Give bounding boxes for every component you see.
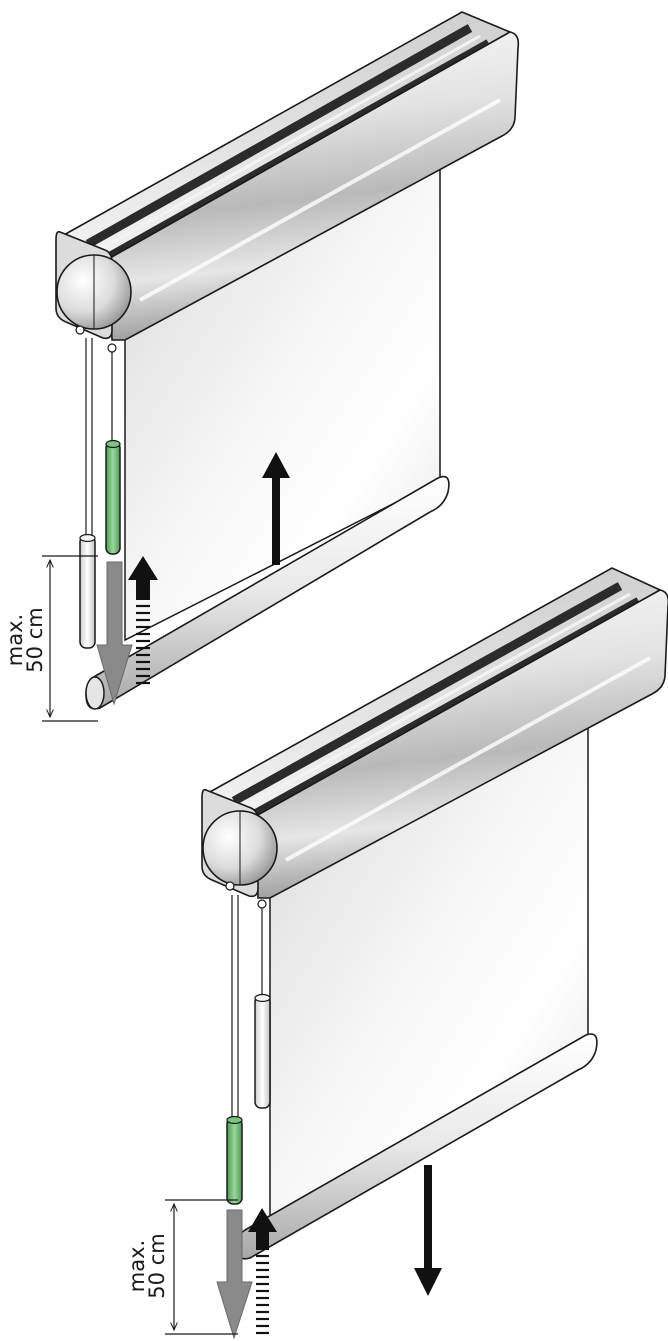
cassette-housing — [201, 567, 668, 899]
pull-arrow-down — [96, 561, 133, 706]
direction-arrow-up — [262, 452, 290, 565]
dimension-label-line2: 50 cm — [145, 1233, 169, 1298]
cassette-housing — [55, 11, 520, 341]
inactive-pull-handle[interactable] — [254, 995, 271, 1109]
return-arrow-up — [248, 1208, 277, 1335]
active-pull-handle[interactable] — [105, 441, 121, 555]
pull-arrow-down — [216, 1209, 253, 1340]
return-arrow-up — [128, 556, 158, 685]
dimension-label-line2: 50 cm — [23, 607, 47, 672]
figure-raise: max. 50 cm — [3, 11, 520, 722]
figure-lower: max. 50 cm — [125, 567, 668, 1340]
cord-set — [225, 881, 267, 1120]
dimension-max-50cm: max. 50 cm — [3, 555, 98, 722]
bottom-bar — [85, 475, 450, 710]
active-pull-handle[interactable] — [226, 1117, 243, 1205]
cord-set — [75, 325, 117, 535]
inactive-pull-handle[interactable] — [79, 535, 96, 649]
dimension-label-line1: max. — [3, 614, 27, 666]
dimension-label-line1: max. — [125, 1240, 149, 1292]
dimension-max-50cm: max. 50 cm — [125, 1199, 238, 1335]
direction-arrow-down — [414, 1165, 442, 1296]
